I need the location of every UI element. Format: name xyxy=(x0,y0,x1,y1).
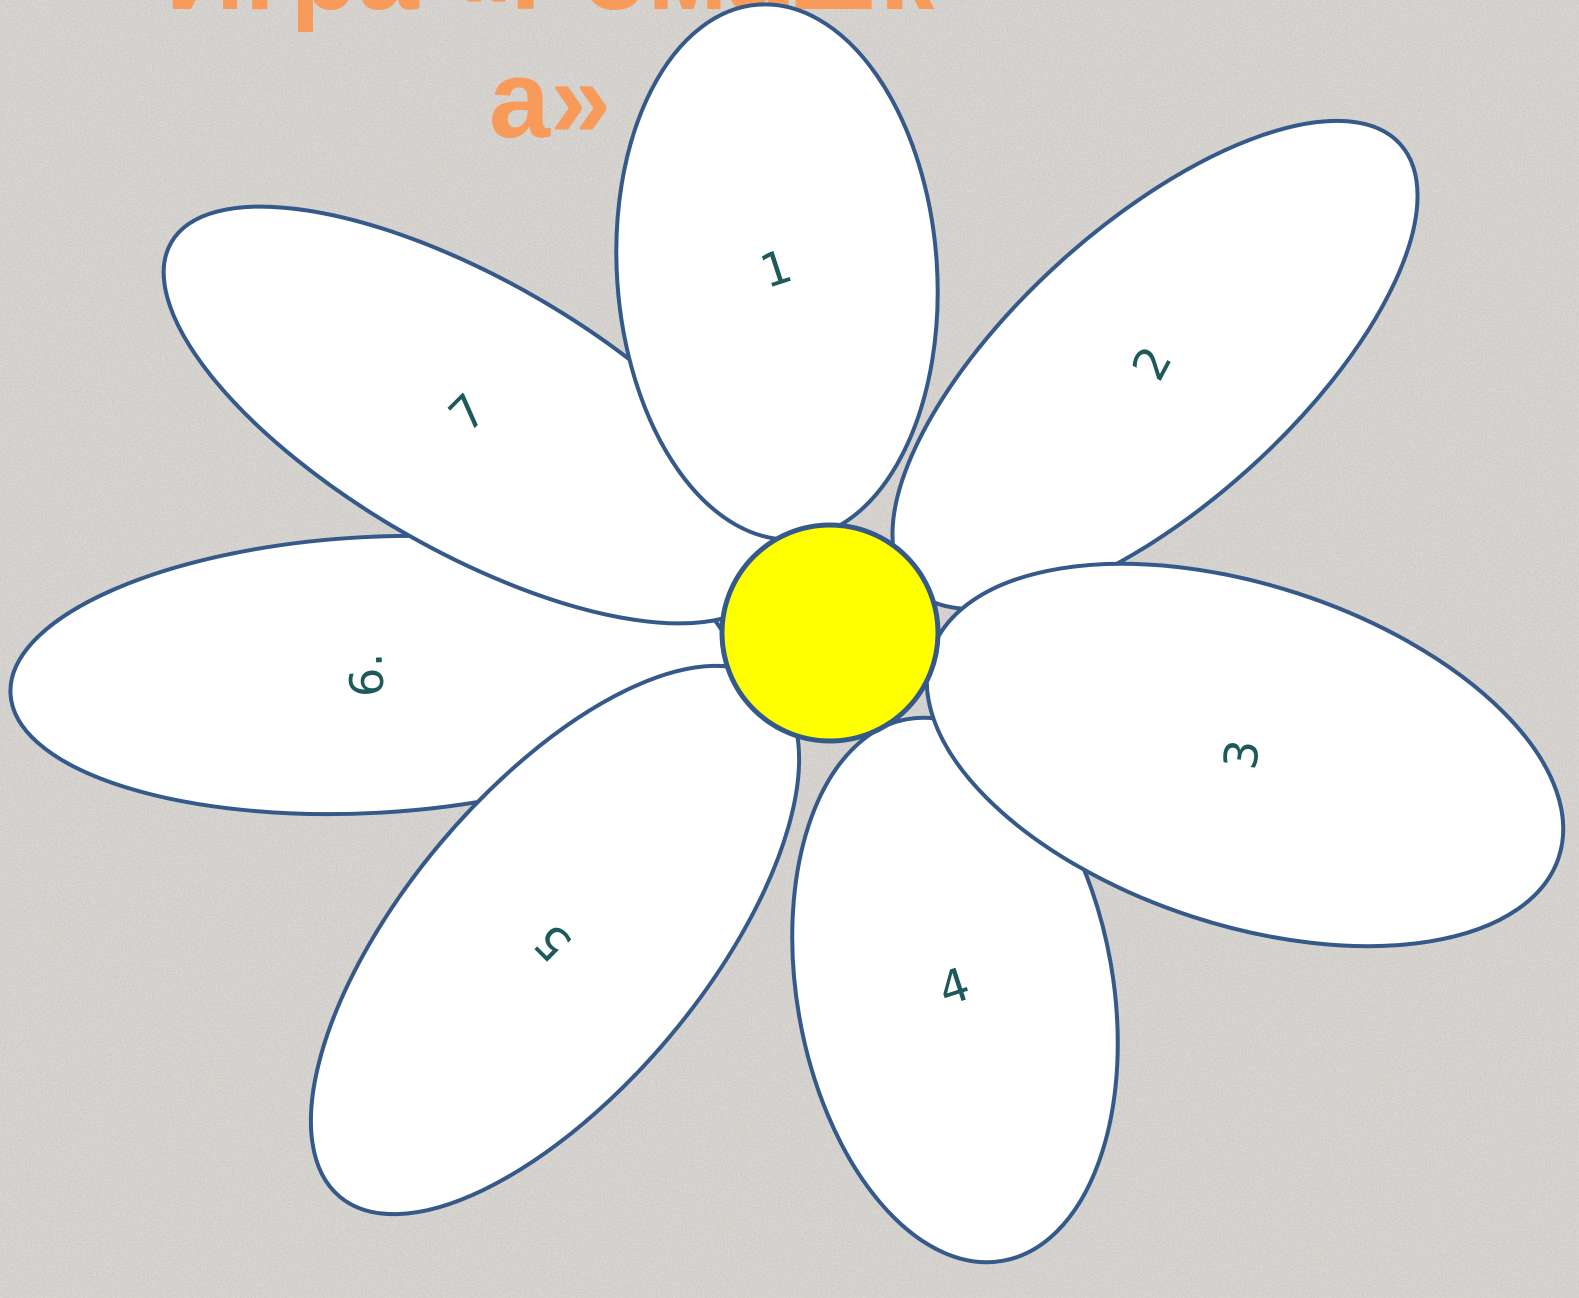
flower-center xyxy=(722,525,938,741)
petal-6-number: 6. xyxy=(338,652,394,699)
